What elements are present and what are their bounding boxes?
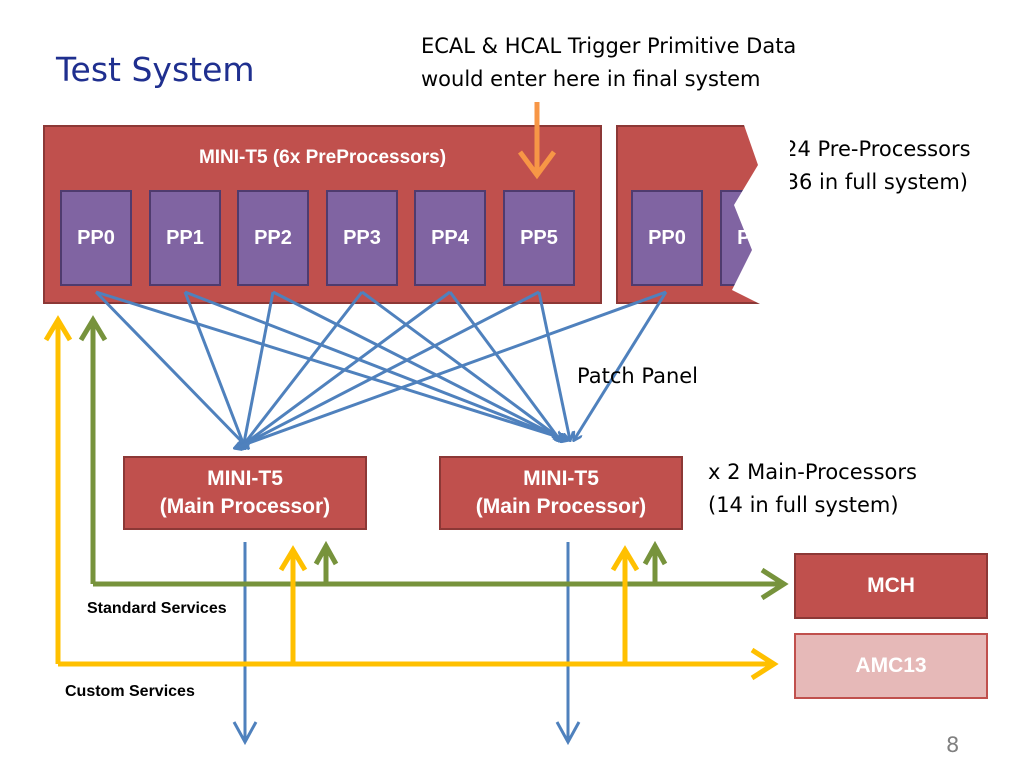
patch-panel-links (94, 290, 668, 448)
pp0-label: PP0 (77, 226, 115, 249)
amc13-label: AMC13 (855, 654, 927, 677)
main-processor-1-line2: (Main Processor) (159, 495, 331, 518)
custom-services-lines (43, 315, 779, 681)
standard-services-label: Standard Services (87, 600, 227, 617)
ecal-note-line2: would enter here in final system (421, 67, 761, 91)
mch-box: MCH (794, 553, 988, 619)
main-processor-2: MINI-T5 (Main Processor) (439, 456, 683, 530)
mainproc-note-line2: (14 in full system) (708, 493, 899, 517)
main-processor-2-line2: (Main Processor) (475, 495, 647, 518)
pp1-box: PP1 (149, 190, 221, 286)
page-title: Test System (56, 50, 255, 89)
crate-2-pp0-box: PP0 (631, 190, 703, 286)
amc13-box: AMC13 (794, 633, 988, 699)
mainproc-note-line1: x 2 Main-Processors (708, 460, 917, 484)
pp4-label: PP4 (431, 226, 469, 249)
patch-panel-label: Patch Panel (577, 364, 699, 388)
page-number: 8 (946, 733, 960, 757)
pp0-box: PP0 (60, 190, 132, 286)
pp5-box: PP5 (503, 190, 575, 286)
standard-services-lines (78, 315, 789, 601)
pp3-label: PP3 (343, 226, 381, 249)
mch-label: MCH (867, 574, 915, 597)
main-processor-1: MINI-T5 (Main Processor) (123, 456, 367, 530)
main-processor-count-note: x 2 Main-Processors (14 in full system) (708, 456, 917, 522)
crate-2-pp0-label: PP0 (648, 226, 686, 249)
ecal-hcal-note: ECAL & HCAL Trigger Primitive Data would… (421, 30, 796, 96)
pp5-label: PP5 (520, 226, 558, 249)
ecal-input-arrow (517, 102, 557, 180)
main-processor-outputs (232, 542, 581, 746)
custom-services-label: Custom Services (65, 683, 195, 700)
main-processor-2-line1: MINI-T5 (523, 467, 599, 490)
preprocessor-count-note: x 24 Pre-Processors (x36 in full system) (765, 133, 971, 199)
pp2-label: PP2 (254, 226, 292, 249)
main-processor-1-line1: MINI-T5 (207, 467, 283, 490)
pp2-box: PP2 (237, 190, 309, 286)
torn-edge (732, 125, 790, 304)
preproc-note-line1: x 24 Pre-Processors (765, 137, 971, 161)
preproc-note-line2: (x36 in full system) (765, 170, 968, 194)
pp3-box: PP3 (326, 190, 398, 286)
pp4-box: PP4 (414, 190, 486, 286)
pp1-label: PP1 (166, 226, 204, 249)
crate-1-title: MINI-T5 (6x PreProcessors) (198, 147, 447, 168)
ecal-note-line1: ECAL & HCAL Trigger Primitive Data (421, 34, 797, 58)
